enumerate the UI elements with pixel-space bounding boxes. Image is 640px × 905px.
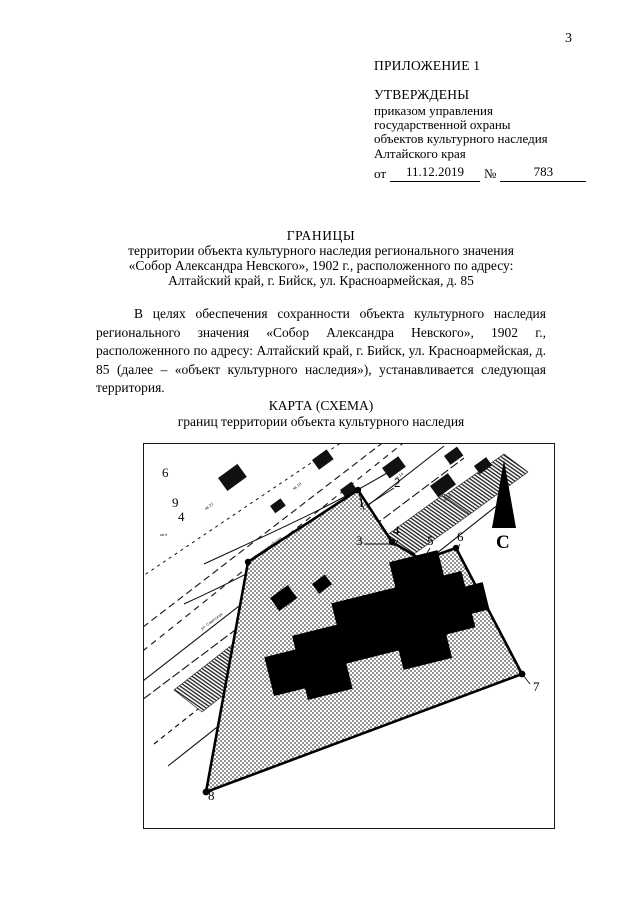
map-vertex-label-6: 6 — [457, 529, 464, 544]
map-caption-block: КАРТА (СХЕМА) границ территории объекта … — [96, 398, 546, 429]
order-reference-line: от 11.12.2019 № 783 — [374, 164, 624, 182]
svg-text:кв.18: кв.18 — [292, 481, 303, 491]
map-vertex-label-9: 9 — [172, 495, 179, 510]
svg-text:кв.14: кв.14 — [394, 471, 405, 481]
vertex-leader-lines — [206, 493, 531, 794]
protected-territory-outline — [205, 489, 523, 793]
order-number-label: № — [484, 165, 497, 181]
compass-north-letter: С — [496, 532, 510, 553]
page-number: 3 — [565, 31, 572, 46]
map-vertex-label-4: 4 — [393, 523, 400, 538]
map-vertex-label-3: 3 — [356, 533, 363, 548]
svg-text:кв.22: кв.22 — [204, 501, 215, 511]
authority-line-4: Алтайского края — [374, 145, 466, 161]
map-vertex-label-1: 1 — [358, 495, 365, 510]
document-title-line-2: «Собор Александра Невского», 1902 г., ра… — [128, 258, 514, 273]
svg-text:кв.9: кв.9 — [160, 532, 168, 537]
map-caption-line-2: границ территории объекта культурного на… — [177, 413, 465, 429]
map-vertex-label-5: 5 — [427, 533, 434, 548]
map-outbuildings — [270, 574, 332, 611]
map-caption-line-1: КАРТА (СХЕМА) — [268, 398, 374, 413]
approval-header-block: ПРИЛОЖЕНИЕ 1 УТВЕРЖДЕНЫ приказом управле… — [374, 58, 624, 182]
map-vertex-label-2: 2 — [394, 475, 401, 490]
order-date-value: 11.12.2019 — [390, 164, 481, 182]
document-title-main: ГРАНИЦЫ — [286, 228, 356, 243]
map-vertex-label-7: 7 — [533, 679, 540, 694]
map-vertex-label-8: 8 — [208, 788, 215, 803]
appendix-label: ПРИЛОЖЕНИЕ 1 — [374, 58, 481, 73]
boundary-map-scheme: кв.22 кв.18 кв.14 кв.11 кв.9 ул. Красноа… — [143, 443, 555, 829]
map-drawing: кв.22 кв.18 кв.14 кв.11 кв.9 ул. Красноа… — [144, 444, 531, 796]
map-buildings-upper — [218, 446, 493, 514]
approved-word: УТВЕРЖДЕНЫ — [374, 87, 470, 102]
order-from-label: от — [374, 165, 387, 181]
authority-line-3: объектов культурного наследия — [374, 131, 548, 147]
order-number-value: 783 — [500, 164, 587, 182]
body-paragraph: В целях обеспечения сохранности объекта … — [96, 306, 546, 396]
north-arrow-icon — [492, 460, 516, 528]
document-title-line-1: территории объекта культурного наследия … — [128, 243, 514, 258]
approving-authority: приказом управления государственной охра… — [374, 103, 624, 161]
cathedral-footprint — [264, 550, 490, 700]
map-street-label-4: 4 — [178, 509, 185, 524]
authority-line-2: государственной охраны — [374, 117, 511, 133]
svg-text:кв.11: кв.11 — [442, 493, 453, 503]
map-street-label-6: 6 — [162, 465, 169, 480]
document-title-line-3: Алтайский край, г. Бийск, ул. Красноарме… — [168, 273, 474, 288]
authority-line-1: приказом управления — [374, 103, 493, 118]
document-title-block: ГРАНИЦЫ территории объекта культурного н… — [96, 228, 546, 288]
